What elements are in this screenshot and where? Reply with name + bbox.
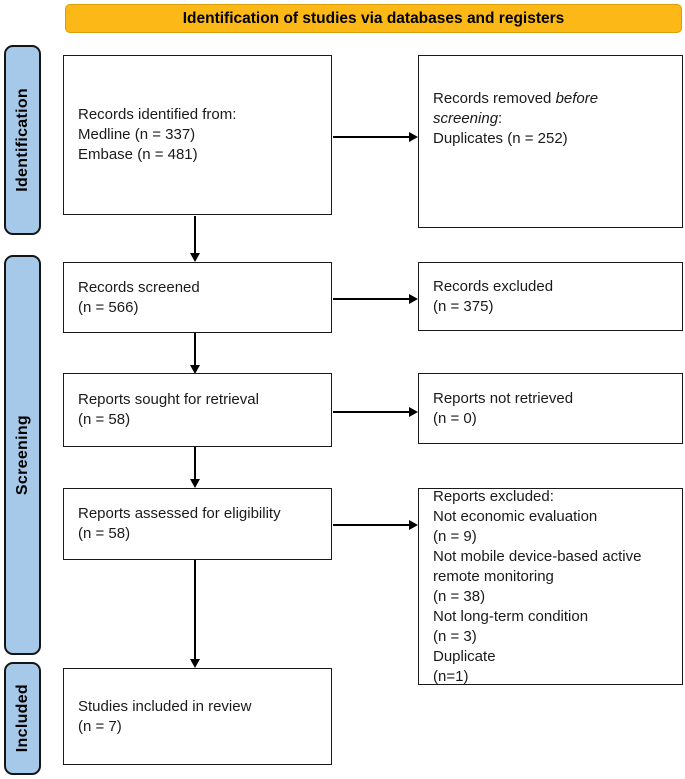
box-text-line: Not economic evaluation: [433, 507, 598, 525]
box-text-line: (n = 3): [433, 627, 477, 645]
box-records-excluded: Records excluded (n = 375): [418, 262, 683, 331]
stage-label-included: Included: [4, 662, 41, 775]
box-text-line: Not long-term condition: [433, 607, 589, 625]
stage-label-text: Screening: [13, 414, 31, 496]
banner-title: Identification of studies via databases …: [182, 9, 565, 27]
box-text-line: Records removed before: [433, 90, 599, 107]
box-text-line: screening:: [433, 110, 503, 127]
arrowhead-right-icon: [409, 520, 418, 530]
box-text-line: Reports assessed for eligibility: [78, 505, 281, 522]
box-text-line: (n = 566): [78, 298, 139, 316]
arrowhead-right-icon: [409, 294, 418, 304]
arrowhead-right-icon: [409, 407, 418, 417]
box-text-line: Duplicates (n = 252): [433, 130, 568, 147]
box-text-line: Medline (n = 337): [78, 126, 196, 143]
box-reports-sought: Reports sought for retrieval (n = 58): [63, 373, 332, 447]
stage-label-text: Included: [13, 684, 31, 753]
box-studies-included: Studies included in review (n = 7): [63, 668, 332, 765]
arrow-screened-to-sought: [190, 333, 200, 374]
arrowhead-down-icon: [190, 365, 200, 374]
arrow-sought-to-not-retrieved: [333, 407, 418, 417]
box-text-line: Records excluded: [433, 277, 554, 295]
box-text-line: Embase (n = 481): [78, 146, 198, 163]
box-text-line: (n = 58): [78, 411, 131, 428]
box-records-identified: Records identified from: Medline (n = 33…: [63, 55, 332, 215]
box-text-line: Studies included in review: [78, 697, 252, 715]
box-text-line: (n = 38): [433, 587, 486, 605]
stage-label-text: Identification: [13, 88, 31, 192]
arrow-assessed-to-included: [190, 560, 200, 668]
box-reports-assessed: Reports assessed for eligibility (n = 58…: [63, 488, 332, 560]
arrowhead-down-icon: [190, 253, 200, 262]
box-reports-not-retrieved: Reports not retrieved (n = 0): [418, 373, 683, 444]
stage-label-screening: Screening: [4, 255, 41, 655]
box-text-line: (n = 0): [433, 409, 477, 427]
stage-label-identification: Identification: [4, 45, 41, 235]
box-reports-excluded: Reports excluded: Not economic evaluatio…: [418, 488, 683, 685]
box-text-line: Reports sought for retrieval: [78, 391, 259, 408]
box-records-screened: Records screened (n = 566): [63, 262, 332, 333]
arrow-sought-to-assessed: [190, 447, 200, 488]
box-text-line: (n = 58): [78, 525, 131, 542]
box-records-removed: Records removed before screening: Duplic…: [418, 55, 683, 228]
box-text-line: Reports not retrieved: [433, 389, 574, 407]
arrow-identified-to-screened: [190, 216, 200, 262]
box-text-line: (n = 7): [78, 717, 122, 735]
arrowhead-down-icon: [190, 479, 200, 488]
box-text-line: Records identified from:: [78, 106, 237, 123]
box-text-line: remote monitoring: [433, 567, 554, 585]
arrow-identified-to-removed: [333, 132, 418, 142]
box-text-line: Duplicate: [433, 647, 496, 665]
banner: Identification of studies via databases …: [65, 4, 682, 33]
box-text-line: (n = 9): [433, 527, 477, 545]
arrowhead-down-icon: [190, 659, 200, 668]
arrowhead-right-icon: [409, 132, 418, 142]
box-text-line: (n=1): [433, 667, 469, 685]
arrow-screened-to-excluded: [333, 294, 418, 304]
box-text-line: Records screened: [78, 278, 200, 296]
box-text-line: (n = 375): [433, 297, 494, 315]
box-text-line: Reports excluded:: [433, 487, 554, 505]
arrow-assessed-to-reports-excluded: [333, 520, 418, 530]
box-text-line: Not mobile device-based active: [433, 547, 642, 565]
